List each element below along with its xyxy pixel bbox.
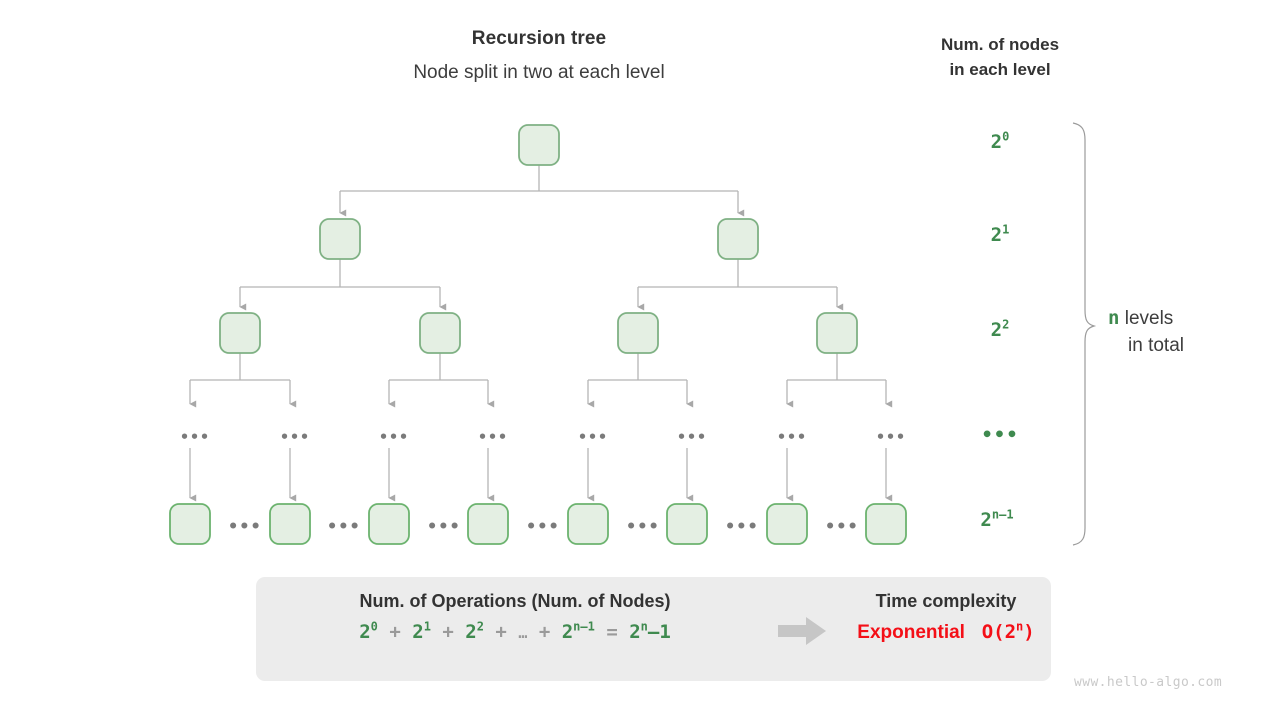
tree-node-leaf[interactable] (269, 503, 311, 545)
operations-header: Num. of Operations (Num. of Nodes) (359, 591, 671, 611)
right-column-header-line2: in each level (949, 60, 1051, 79)
complexity-value: Exponential O(2n) (846, 621, 1046, 644)
formula-op-equals: = (606, 621, 618, 643)
tree-node-leaf[interactable] (169, 503, 211, 545)
level4-ellipsis: ••• (876, 428, 907, 446)
tree-node[interactable] (419, 312, 461, 354)
right-column-header-line1: Num. of nodes (940, 35, 1060, 54)
formula-result: 2n–1 (629, 619, 671, 643)
level4-ellipsis: ••• (280, 428, 311, 446)
tree-node[interactable] (219, 312, 261, 354)
formula-ellipsis: … (518, 624, 528, 642)
complexity-block: Time complexity Exponential O(2n) (846, 591, 1046, 644)
formula-op-plus: + (538, 621, 551, 643)
level-count-0-base: 2 (990, 131, 1003, 153)
formula-term-2: 21 (412, 619, 431, 643)
complexity-name: Exponential (857, 622, 965, 643)
level4-ellipsis: ••• (379, 428, 410, 446)
level-count-2-exp: 2 (1002, 317, 1010, 332)
level4-ellipsis: ••• (180, 428, 211, 446)
levels-variable: n (1108, 307, 1120, 329)
operations-formula: 20 + 21 + 22 + … + 2n–1 = 2n–1 (270, 621, 760, 643)
complexity-bigo: O(2n) (970, 619, 1035, 643)
tree-node[interactable] (717, 218, 759, 260)
tree-node[interactable] (617, 312, 659, 354)
level-count-0-exp: 0 (1002, 129, 1010, 144)
tree-edges (189, 165, 893, 502)
level-count-last-exp: n–1 (991, 507, 1014, 522)
level-count-1: 21 (955, 224, 1045, 246)
formula-term-1: 20 (359, 619, 378, 643)
formula-term-3: 22 (465, 619, 484, 643)
formula-op-plus: + (495, 621, 507, 643)
level4-ellipsis: ••• (677, 428, 708, 446)
level-count-1-exp: 1 (1002, 222, 1010, 237)
tree-node-leaf[interactable] (666, 503, 708, 545)
tree-node[interactable] (319, 218, 361, 260)
tree-nodes (169, 124, 907, 545)
leaf-row-ellipsis: ••• (526, 517, 560, 537)
level4-ellipsis: ••• (777, 428, 808, 446)
right-arrow-icon (778, 617, 826, 645)
levels-note-line1: levels (1124, 308, 1174, 329)
right-column-header: Num. of nodes in each level (900, 32, 1100, 82)
watermark: www.hello-algo.com (1074, 675, 1223, 690)
total-levels-note: n levels in total (1108, 305, 1268, 359)
level-count-last-base: 2 (980, 509, 992, 531)
level4-ellipsis: ••• (578, 428, 609, 446)
level-count-last: 2n–1 (952, 509, 1042, 531)
leaf-row-ellipsis: ••• (327, 517, 361, 537)
level-count-ellipsis: ••• (981, 424, 1019, 446)
tree-node-leaf[interactable] (766, 503, 808, 545)
tree-node-root[interactable] (518, 124, 560, 166)
level-count-0: 20 (955, 131, 1045, 153)
tree-node[interactable] (816, 312, 858, 354)
tree-node-leaf[interactable] (567, 503, 609, 545)
level-count-2: 22 (955, 319, 1045, 341)
formula-term-last: 2n–1 (561, 619, 595, 643)
levels-note-line2: in total (1128, 335, 1184, 356)
levels-brace (1072, 122, 1097, 546)
level-count-2-base: 2 (990, 319, 1003, 341)
page-title: Recursion tree (471, 28, 607, 49)
tree-node-leaf[interactable] (467, 503, 509, 545)
complexity-header: Time complexity (875, 591, 1017, 611)
formula-op-plus: + (389, 621, 401, 643)
level4-ellipsis: ••• (478, 428, 509, 446)
operations-block: Num. of Operations (Num. of Nodes) 20 + … (270, 591, 760, 643)
summary-panel: Num. of Operations (Num. of Nodes) 20 + … (256, 577, 1051, 681)
level-count-1-base: 2 (990, 224, 1003, 246)
leaf-row-ellipsis: ••• (427, 517, 461, 537)
tree-node-leaf[interactable] (368, 503, 410, 545)
formula-op-plus: + (442, 621, 454, 643)
leaf-row-ellipsis: ••• (725, 517, 759, 537)
tree-node-leaf[interactable] (865, 503, 907, 545)
page-subtitle: Node split in two at each level (413, 62, 665, 83)
leaf-row-ellipsis: ••• (626, 517, 660, 537)
leaf-row-ellipsis: ••• (825, 517, 859, 537)
leaf-row-ellipsis: ••• (228, 517, 262, 537)
